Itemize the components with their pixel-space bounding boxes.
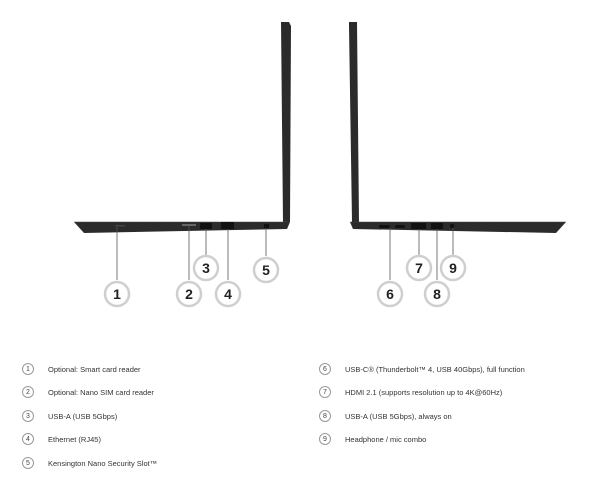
callout-4: 4 [214, 280, 242, 308]
svg-text:8: 8 [433, 286, 441, 302]
legend-label: Headphone / mic combo [345, 434, 427, 444]
usb-c-port [379, 225, 390, 228]
svg-text:6: 6 [386, 286, 394, 302]
legend-item-8: 8 USB-A (USB 5Gbps), always on [319, 409, 452, 423]
legend-number: 8 [319, 410, 331, 422]
laptop-port-diagram: 1 2 3 4 5 6 7 8 9 [74, 22, 566, 308]
legend-item-9: 9 Headphone / mic combo [319, 432, 426, 446]
audio-jack [449, 223, 455, 229]
callout-7: 7 [405, 254, 433, 282]
legend-label: Ethernet (RJ45) [48, 434, 101, 444]
right-laptop [349, 22, 566, 233]
svg-text:4: 4 [224, 286, 232, 302]
callout-2: 2 [175, 280, 203, 308]
legend-label: USB-C® (Thunderbolt™ 4, USB 40Gbps), ful… [345, 364, 525, 374]
legend-item-7: 7 HDMI 2.1 (supports resolution up to 4K… [319, 385, 502, 399]
leader-lines [116, 226, 454, 280]
callout-5: 5 [252, 256, 280, 284]
legend-number: 1 [22, 363, 34, 375]
kensington-slot [264, 224, 269, 228]
legend-number: 6 [319, 363, 331, 375]
ethernet-port [221, 222, 234, 229]
usb-a-port-left [200, 223, 212, 229]
nano-sim-slot [182, 224, 196, 226]
svg-text:5: 5 [262, 262, 270, 278]
legend-label: Kensington Nano Security Slot™ [48, 458, 158, 468]
legend-label: Optional: Nano SIM card reader [48, 387, 154, 397]
callout-9: 9 [439, 254, 467, 282]
legend-label: USB-A (USB 5Gbps), always on [345, 411, 452, 421]
hdmi-port [411, 223, 426, 229]
legend-item-4: 4 Ethernet (RJ45) [22, 432, 101, 446]
callout-3: 3 [192, 254, 220, 282]
legend-label: HDMI 2.1 (supports resolution up to 4K@6… [345, 387, 503, 397]
smart-card-slot [115, 225, 125, 227]
left-laptop-base [74, 222, 290, 233]
right-laptop-lid [349, 22, 359, 222]
svg-text:2: 2 [185, 286, 193, 302]
legend-number: 5 [22, 457, 34, 469]
right-laptop-base [350, 222, 566, 233]
legend-item-2: 2 Optional: Nano SIM card reader [22, 385, 154, 399]
usb-a-port-right [431, 223, 443, 229]
svg-text:9: 9 [449, 260, 457, 276]
callout-8: 8 [423, 280, 451, 308]
callout-circles: 1 2 3 4 5 6 7 8 9 [103, 254, 467, 308]
legend-number: 4 [22, 433, 34, 445]
svg-text:1: 1 [113, 286, 121, 302]
legend-number: 7 [319, 386, 331, 398]
legend-item-5: 5 Kensington Nano Security Slot™ [22, 456, 157, 470]
legend-number: 2 [22, 386, 34, 398]
callout-6: 6 [376, 280, 404, 308]
legend-number: 9 [319, 433, 331, 445]
svg-text:7: 7 [415, 260, 423, 276]
left-laptop-lid [281, 22, 291, 222]
legend-item-6: 6 USB-C® (Thunderbolt™ 4, USB 40Gbps), f… [319, 362, 525, 376]
legend-label: USB-A (USB 5Gbps) [48, 411, 118, 421]
legend-number: 3 [22, 410, 34, 422]
callout-1: 1 [103, 280, 131, 308]
legend-label: Optional: Smart card reader [48, 364, 141, 374]
legend-item-1: 1 Optional: Smart card reader [22, 362, 141, 376]
legend-item-3: 3 USB-A (USB 5Gbps) [22, 409, 117, 423]
svg-text:3: 3 [202, 260, 210, 276]
usb-c-port-2 [395, 225, 405, 228]
left-laptop [74, 22, 291, 233]
